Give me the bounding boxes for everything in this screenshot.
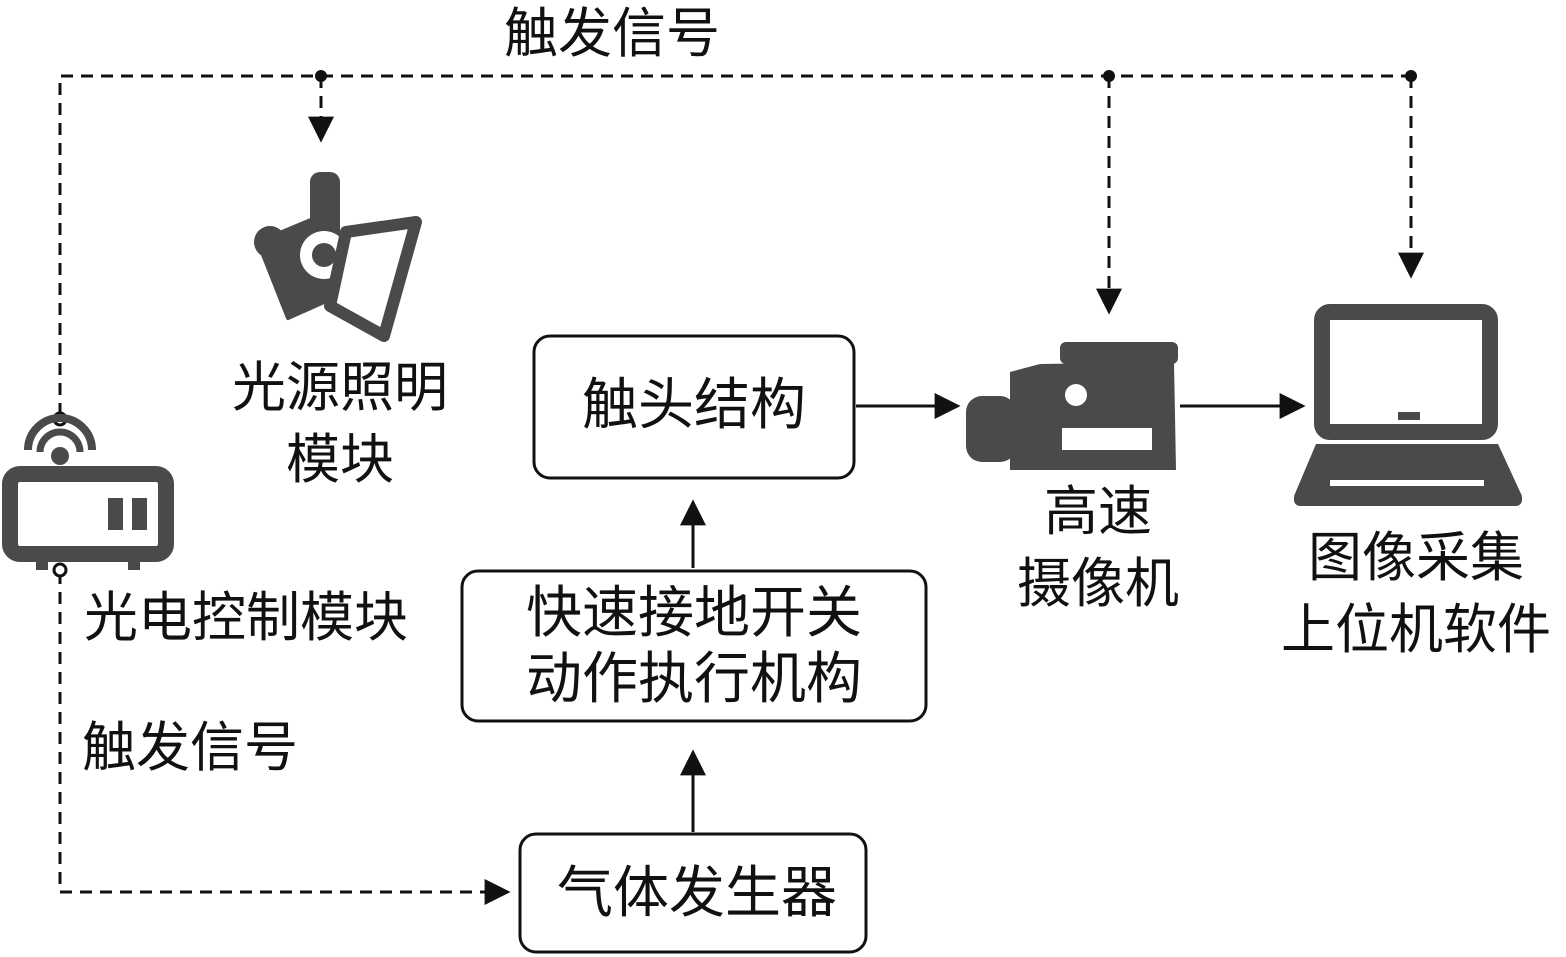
- video-camera-icon: [966, 342, 1178, 470]
- light-source-icon: [254, 172, 422, 342]
- actuator-box: 快速接地开关 动作执行机构: [460, 569, 928, 723]
- flow-arrows: [680, 393, 1306, 832]
- trigger-signal-label-top: 触发信号: [504, 2, 720, 65]
- trigger-lines: [58, 74, 1424, 905]
- actuator-box-label-line1: 快速接地开关: [526, 581, 862, 646]
- junction-dots: [315, 70, 1417, 82]
- camera-label-line1: 高速: [1044, 480, 1152, 543]
- actuator-box-label-line2: 动作执行机构: [526, 647, 862, 712]
- pc-software-label-line1: 图像采集: [1308, 526, 1524, 589]
- light-module-label-line2: 模块: [286, 428, 394, 491]
- light-module-label-line1: 光源照明: [232, 356, 448, 419]
- gas-box-label: 气体发生器: [557, 861, 837, 926]
- gas-box: 气体发生器: [518, 832, 868, 954]
- contact-box: 触头结构: [532, 334, 856, 480]
- photo-control-module-label: 光电控制模块: [84, 586, 408, 649]
- trigger-signal-label-left: 触发信号: [82, 716, 298, 779]
- trigger-to-gas: [58, 572, 511, 905]
- laptop-icon: [1294, 304, 1522, 506]
- contact-box-label: 触头结构: [582, 373, 806, 438]
- camera-label-line2: 摄像机: [1017, 552, 1179, 615]
- pc-software-label-line2: 上位机软件: [1281, 598, 1551, 661]
- photoelectric-controller-icon: [2, 414, 174, 570]
